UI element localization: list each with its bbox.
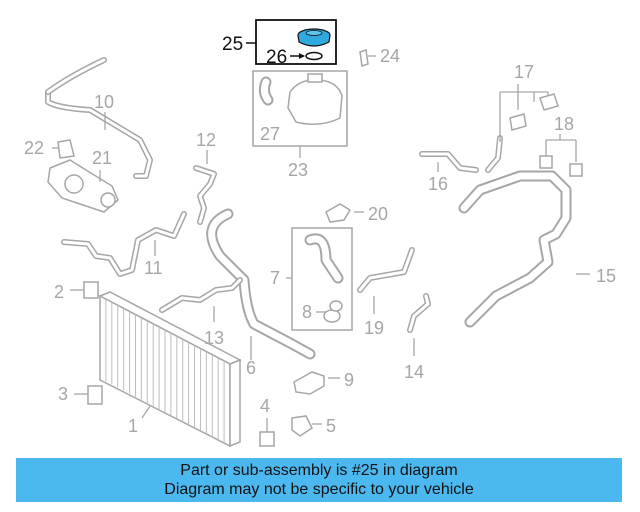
callout-24: 24	[380, 46, 400, 66]
callout-15: 15	[596, 266, 616, 286]
hose-16	[419, 151, 479, 173]
fittings-17	[499, 84, 559, 142]
callout-11: 11	[144, 258, 163, 278]
callout-23: 23	[288, 160, 308, 180]
fitting-9	[293, 371, 340, 395]
hose-13	[159, 277, 243, 322]
banner-line-2: Diagram may not be specific to your vehi…	[164, 481, 474, 498]
callout-16: 16	[428, 174, 448, 194]
hose-assembly-15	[458, 135, 590, 328]
callout-3: 3	[58, 384, 68, 404]
callout-6: 6	[246, 358, 256, 378]
callout-4: 4	[260, 396, 270, 416]
callout-27: 27	[260, 124, 280, 144]
hose-19	[357, 247, 415, 314]
hose-12	[193, 150, 217, 225]
radiator-1	[98, 291, 242, 448]
callout-21: 21	[92, 148, 112, 168]
fitting-4	[259, 418, 275, 447]
callout-8: 8	[302, 302, 312, 322]
callout-19: 19	[364, 318, 384, 338]
info-banner: Part or sub-assembly is #25 in diagram D…	[16, 458, 622, 502]
hose-box-7	[286, 227, 353, 331]
callout-9: 9	[344, 370, 354, 390]
callout-17: 17	[514, 62, 534, 82]
callout-20: 20	[368, 204, 388, 224]
mount-3	[74, 385, 103, 405]
hose-6	[206, 208, 316, 360]
callout-18: 18	[554, 114, 574, 134]
callout-10: 10	[94, 92, 114, 112]
connectors-18	[539, 134, 583, 177]
callout-26: 26	[266, 47, 287, 68]
callout-5: 5	[326, 416, 336, 436]
callout-13: 13	[204, 328, 224, 348]
fitting-5	[291, 415, 322, 437]
hose-10	[45, 57, 153, 179]
coolant-flange-21	[47, 139, 119, 213]
callout-12: 12	[196, 130, 216, 150]
callout-7: 7	[270, 268, 280, 288]
hose-14	[407, 293, 431, 356]
callout-22: 22	[24, 138, 44, 158]
sensor-24	[359, 49, 376, 67]
highlight-box-25[interactable]	[246, 19, 337, 65]
reservoir-cap-part[interactable]	[297, 28, 331, 47]
callout-2: 2	[54, 282, 64, 302]
sensor-20	[325, 203, 364, 223]
mount-2	[70, 281, 99, 299]
callout-25[interactable]: 25	[222, 34, 243, 55]
hose-11	[61, 211, 187, 277]
seal-ring-part	[305, 51, 323, 61]
callout-14: 14	[404, 362, 424, 382]
callout-1: 1	[128, 416, 138, 436]
banner-line-1: Part or sub-assembly is #25 in diagram	[180, 462, 458, 479]
reservoir-group	[252, 70, 348, 158]
